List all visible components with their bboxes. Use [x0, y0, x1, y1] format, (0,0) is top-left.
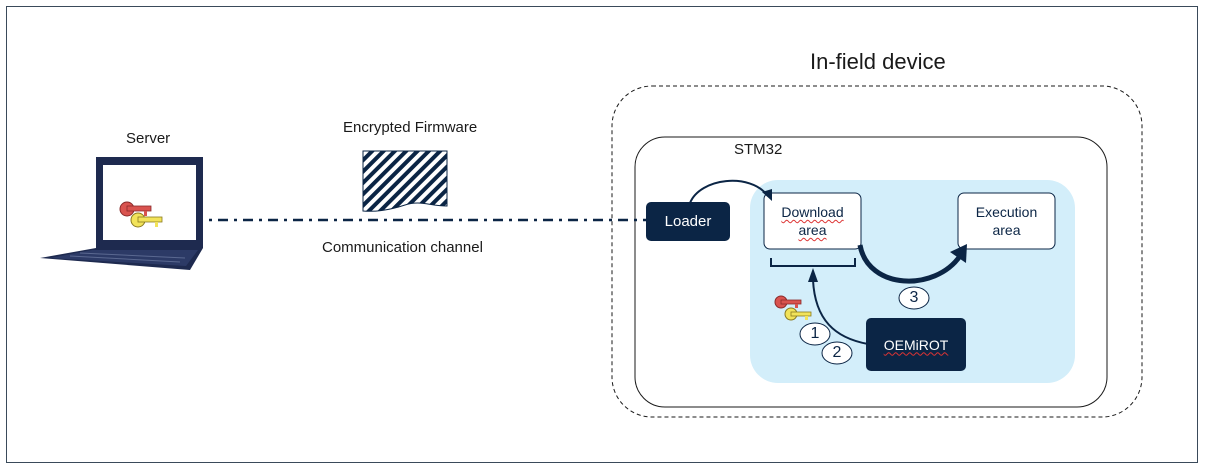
server-label: Server: [126, 130, 171, 147]
step-1-circle: [799, 322, 831, 346]
download-area-box: [763, 192, 862, 250]
step-3-label: 3: [909, 289, 919, 306]
download-to-execution-arrow: [857, 244, 963, 284]
oemirot-label-text: OEMiROT: [883, 336, 949, 353]
communication-channel-label: Communication channel: [322, 239, 483, 256]
execution-area-label: Execution area: [958, 193, 1055, 249]
download-area-bracket: [770, 258, 856, 267]
in-field-device-boundary: [611, 85, 1143, 418]
oemirot-to-download-arrow: [812, 279, 869, 345]
stm32-label: STM32: [734, 141, 783, 158]
execution-area-label-line2: area: [992, 222, 1021, 238]
download-area-label: Download area: [764, 193, 861, 249]
execution-area-label-line1: Execution: [975, 204, 1038, 220]
step-2-circle: [821, 341, 853, 365]
loader-to-download-arrowhead: [762, 189, 772, 201]
step-2-label: 2: [832, 344, 842, 361]
diagram-frame: [6, 6, 1198, 463]
execution-area-box: [957, 192, 1056, 250]
step-3-circle: [898, 286, 930, 310]
in-field-device-title: In-field device: [810, 49, 946, 74]
laptop-icon: [40, 157, 203, 270]
oemirot-box: [866, 318, 966, 371]
loader-box: [646, 202, 730, 241]
device-keys-icon: [774, 295, 812, 321]
keys-icon: [119, 201, 163, 228]
download-area-label-line2: area: [798, 222, 827, 238]
oemirot-label: OEMiROT: [866, 318, 966, 371]
download-to-execution-arrowhead: [950, 244, 967, 263]
oemirot-to-download-arrowhead: [808, 268, 818, 282]
download-area-label-line1: Download: [781, 204, 844, 220]
step-1-label: 1: [810, 325, 820, 342]
encrypted-firmware-label: Encrypted Firmware: [343, 119, 478, 136]
encrypted-firmware-icon: [362, 150, 448, 212]
loader-label: Loader: [664, 212, 712, 230]
loader-to-download-arrow: [689, 179, 769, 204]
